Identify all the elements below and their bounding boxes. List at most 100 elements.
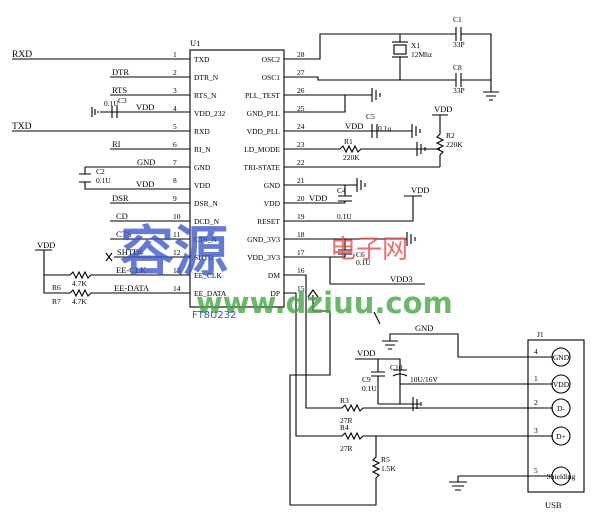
u1-pin-number: 5 [173, 122, 177, 131]
j1-pin-name: Shielding [547, 472, 576, 481]
j1-pin-name: D+ [556, 432, 566, 441]
u1-pin-name: OSC2 [262, 55, 281, 64]
watermark-brand: FT8U232 [192, 310, 236, 321]
u1-pin-name: GND [194, 163, 211, 172]
u1-pin-name: DTR_N [194, 73, 219, 82]
u1-pin-name: PLL_TEST [245, 91, 280, 100]
u1-pin-name: CTS_N [194, 235, 218, 244]
u1-pin-number: 22 [297, 158, 305, 167]
net-vdd-left: VDD [37, 240, 55, 250]
c6-ref: C6 [356, 250, 365, 259]
j1-body [527, 339, 585, 493]
j1-pin-circle [551, 398, 571, 418]
u1-pin-number: 2 [173, 68, 177, 77]
net-vdd-20: VDD [309, 193, 327, 203]
j1-pin-number: 2 [534, 398, 538, 407]
net-vdd-r2: VDD [434, 104, 452, 114]
c10-ref: C10 [390, 363, 403, 372]
c9-ref: C9 [362, 375, 371, 384]
u1-pin-name: VDD [194, 181, 211, 190]
u1-body [189, 49, 285, 308]
u1-pin-number: 16 [297, 266, 305, 275]
net-vdd-19: VDD [411, 185, 429, 195]
u1-pin-name: VDD [264, 199, 281, 208]
u1-pin-name: TXD [194, 55, 210, 64]
c9-value: 0.1U [362, 384, 377, 393]
u1-pin-number: 6 [173, 140, 177, 149]
r6-value: 4.7K [72, 279, 87, 288]
u1-right-pins: OSC228OSC127PLL_TEST26GND_PLL25VDD_PLL24… [244, 50, 305, 298]
j1-pin-number: 1 [534, 374, 538, 383]
net-rxd: RXD [12, 50, 32, 60]
u1-pin-number: 21 [297, 176, 305, 185]
u1-pin-name: VDD_PLL [247, 127, 281, 136]
r3-value: 27R [340, 416, 353, 425]
j1-pin-number: 5 [534, 466, 538, 475]
j1-pin-circle [551, 426, 571, 446]
j1-pin-number: 4 [534, 347, 538, 356]
r2-ref: R2 [446, 131, 455, 140]
u1-pin-name: VDD_232 [194, 109, 225, 118]
pll-section: VDD C5 0.1u R1 220K VDD R2 220K VDD C4 0… [284, 88, 463, 222]
u1-pin-number: 14 [173, 284, 181, 293]
u1-pin-name: DCD_N [194, 217, 220, 226]
c1-ref: C1 [453, 15, 462, 24]
u1-pin-name: OSC1 [262, 73, 281, 82]
u1-pin-number: 1 [173, 50, 177, 59]
u1-pin-name: DSR_N [194, 199, 218, 208]
u1-ref: U1 [190, 38, 200, 48]
watermark-red: 电子网 [330, 235, 408, 265]
c3-ref: C3 [118, 96, 127, 105]
r5-ref: R5 [381, 455, 390, 464]
u1-pin-name: DP [270, 289, 280, 298]
c3-value: 0.1U [104, 99, 119, 108]
left-nets: RXD DTR RTS C3 0.1U VDD TXD RI GND C2 0.… [12, 50, 190, 306]
net-cts: CTS [116, 229, 132, 239]
u1-pin-number: 19 [297, 212, 305, 221]
watermark-url: www.dziuu.com [196, 286, 453, 320]
net-gnd-usb: GND [415, 323, 433, 333]
u1-pin-number: 4 [173, 104, 177, 113]
net-vdd-c3: VDD [136, 102, 154, 112]
net-dtr: DTR [112, 67, 129, 77]
r5-value: 1.5K [381, 464, 396, 473]
c10-value: 10U/16V [410, 375, 439, 384]
j1-ref: J1 [537, 330, 544, 339]
v3v3-section: C6 0.1U VDD3 [284, 232, 425, 285]
j1-pin-circle [551, 466, 571, 486]
u1-pin-name: DM [268, 271, 280, 280]
x1-value: 12Mhz [411, 50, 433, 59]
net-ri: RI [112, 139, 121, 149]
x1-ref: X1 [411, 41, 420, 50]
u1-pin-name: RXD [194, 127, 210, 136]
net-eedata: EE-DATA [114, 283, 150, 293]
u1-pin-name: RESET [257, 217, 280, 226]
u1-pin-number: 20 [297, 194, 305, 203]
u1-pin-number: 3 [173, 86, 177, 95]
c8-ref: C8 [453, 63, 462, 72]
r1-value: 220K [343, 153, 360, 162]
j1-pin-number: 3 [534, 426, 538, 435]
u1-pin-number: 8 [173, 176, 177, 185]
u1-pin-name: GND_PLL [247, 109, 281, 118]
u1-pin-number: 13 [173, 266, 181, 275]
u1-pin-number: 11 [173, 230, 180, 239]
u1-pin-number: 24 [297, 122, 305, 131]
j1-pin-name: D- [557, 404, 565, 413]
u1-pin-number: 7 [173, 158, 177, 167]
u1-pin-number: 18 [297, 230, 305, 239]
c5-value: 0.1u [378, 124, 391, 133]
j1-pin-name: GND [553, 353, 570, 362]
c4-value: 0.1U [337, 212, 352, 221]
u1-pin-name: VDD_3V3 [247, 253, 280, 262]
r4-value: 27R [340, 444, 353, 453]
j1-pin-name: VDD [553, 380, 570, 389]
watermark-chinese: 容源 [120, 220, 228, 283]
u1-pin-name: RI_N [194, 145, 211, 154]
u1-pin-number: 15 [297, 284, 305, 293]
crystal-section: X1 12Mhz C1 33P C8 33P [284, 15, 499, 101]
c6-value: 0.1U [356, 258, 371, 267]
u1-pin-number: 27 [297, 68, 305, 77]
u1-pin-name: TRI-STATE [244, 163, 281, 172]
u1-pin-name: LD_MODE [244, 145, 280, 154]
